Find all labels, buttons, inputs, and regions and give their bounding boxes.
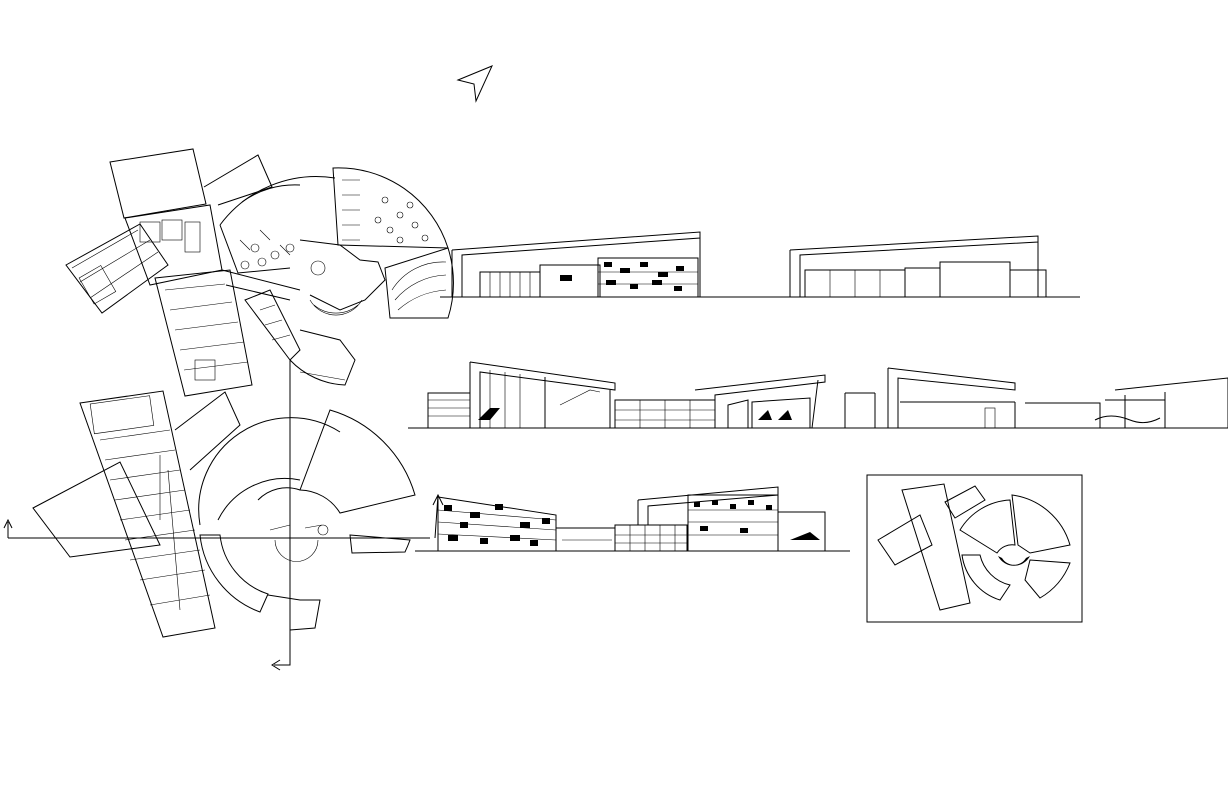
elevation-1: [440, 231, 745, 298]
floor-plan-upper: [65, 148, 454, 397]
site-plan-inset: [866, 474, 1083, 623]
north-arrow-icon: [456, 65, 493, 103]
elevation-5: [415, 486, 850, 552]
elevation-4: [840, 367, 1228, 429]
elevation-3: [408, 361, 840, 429]
elevation-2: [745, 235, 1080, 298]
floor-plan-lower: [3, 360, 444, 671]
